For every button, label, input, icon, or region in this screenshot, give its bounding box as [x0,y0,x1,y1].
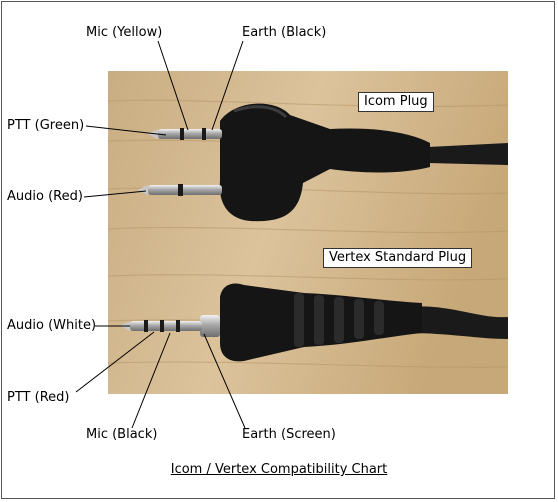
vertex-plug-label: Vertex Standard Plug [323,248,473,268]
figure-caption: Icom / Vertex Compatibility Chart [170,462,388,477]
label-audio-red: Audio (Red) [7,189,83,204]
connector-photo [108,71,508,394]
label-earth-screen: Earth (Screen) [242,427,336,442]
label-ptt-red: PTT (Red) [7,390,70,405]
label-earth-black: Earth (Black) [242,25,327,40]
label-audio-white: Audio (White) [7,318,97,333]
label-mic-black: Mic (Black) [86,427,158,442]
label-ptt-green: PTT (Green) [7,118,85,133]
icom-plug-label: Icom Plug [358,92,434,112]
label-mic-yellow: Mic (Yellow) [86,25,163,40]
